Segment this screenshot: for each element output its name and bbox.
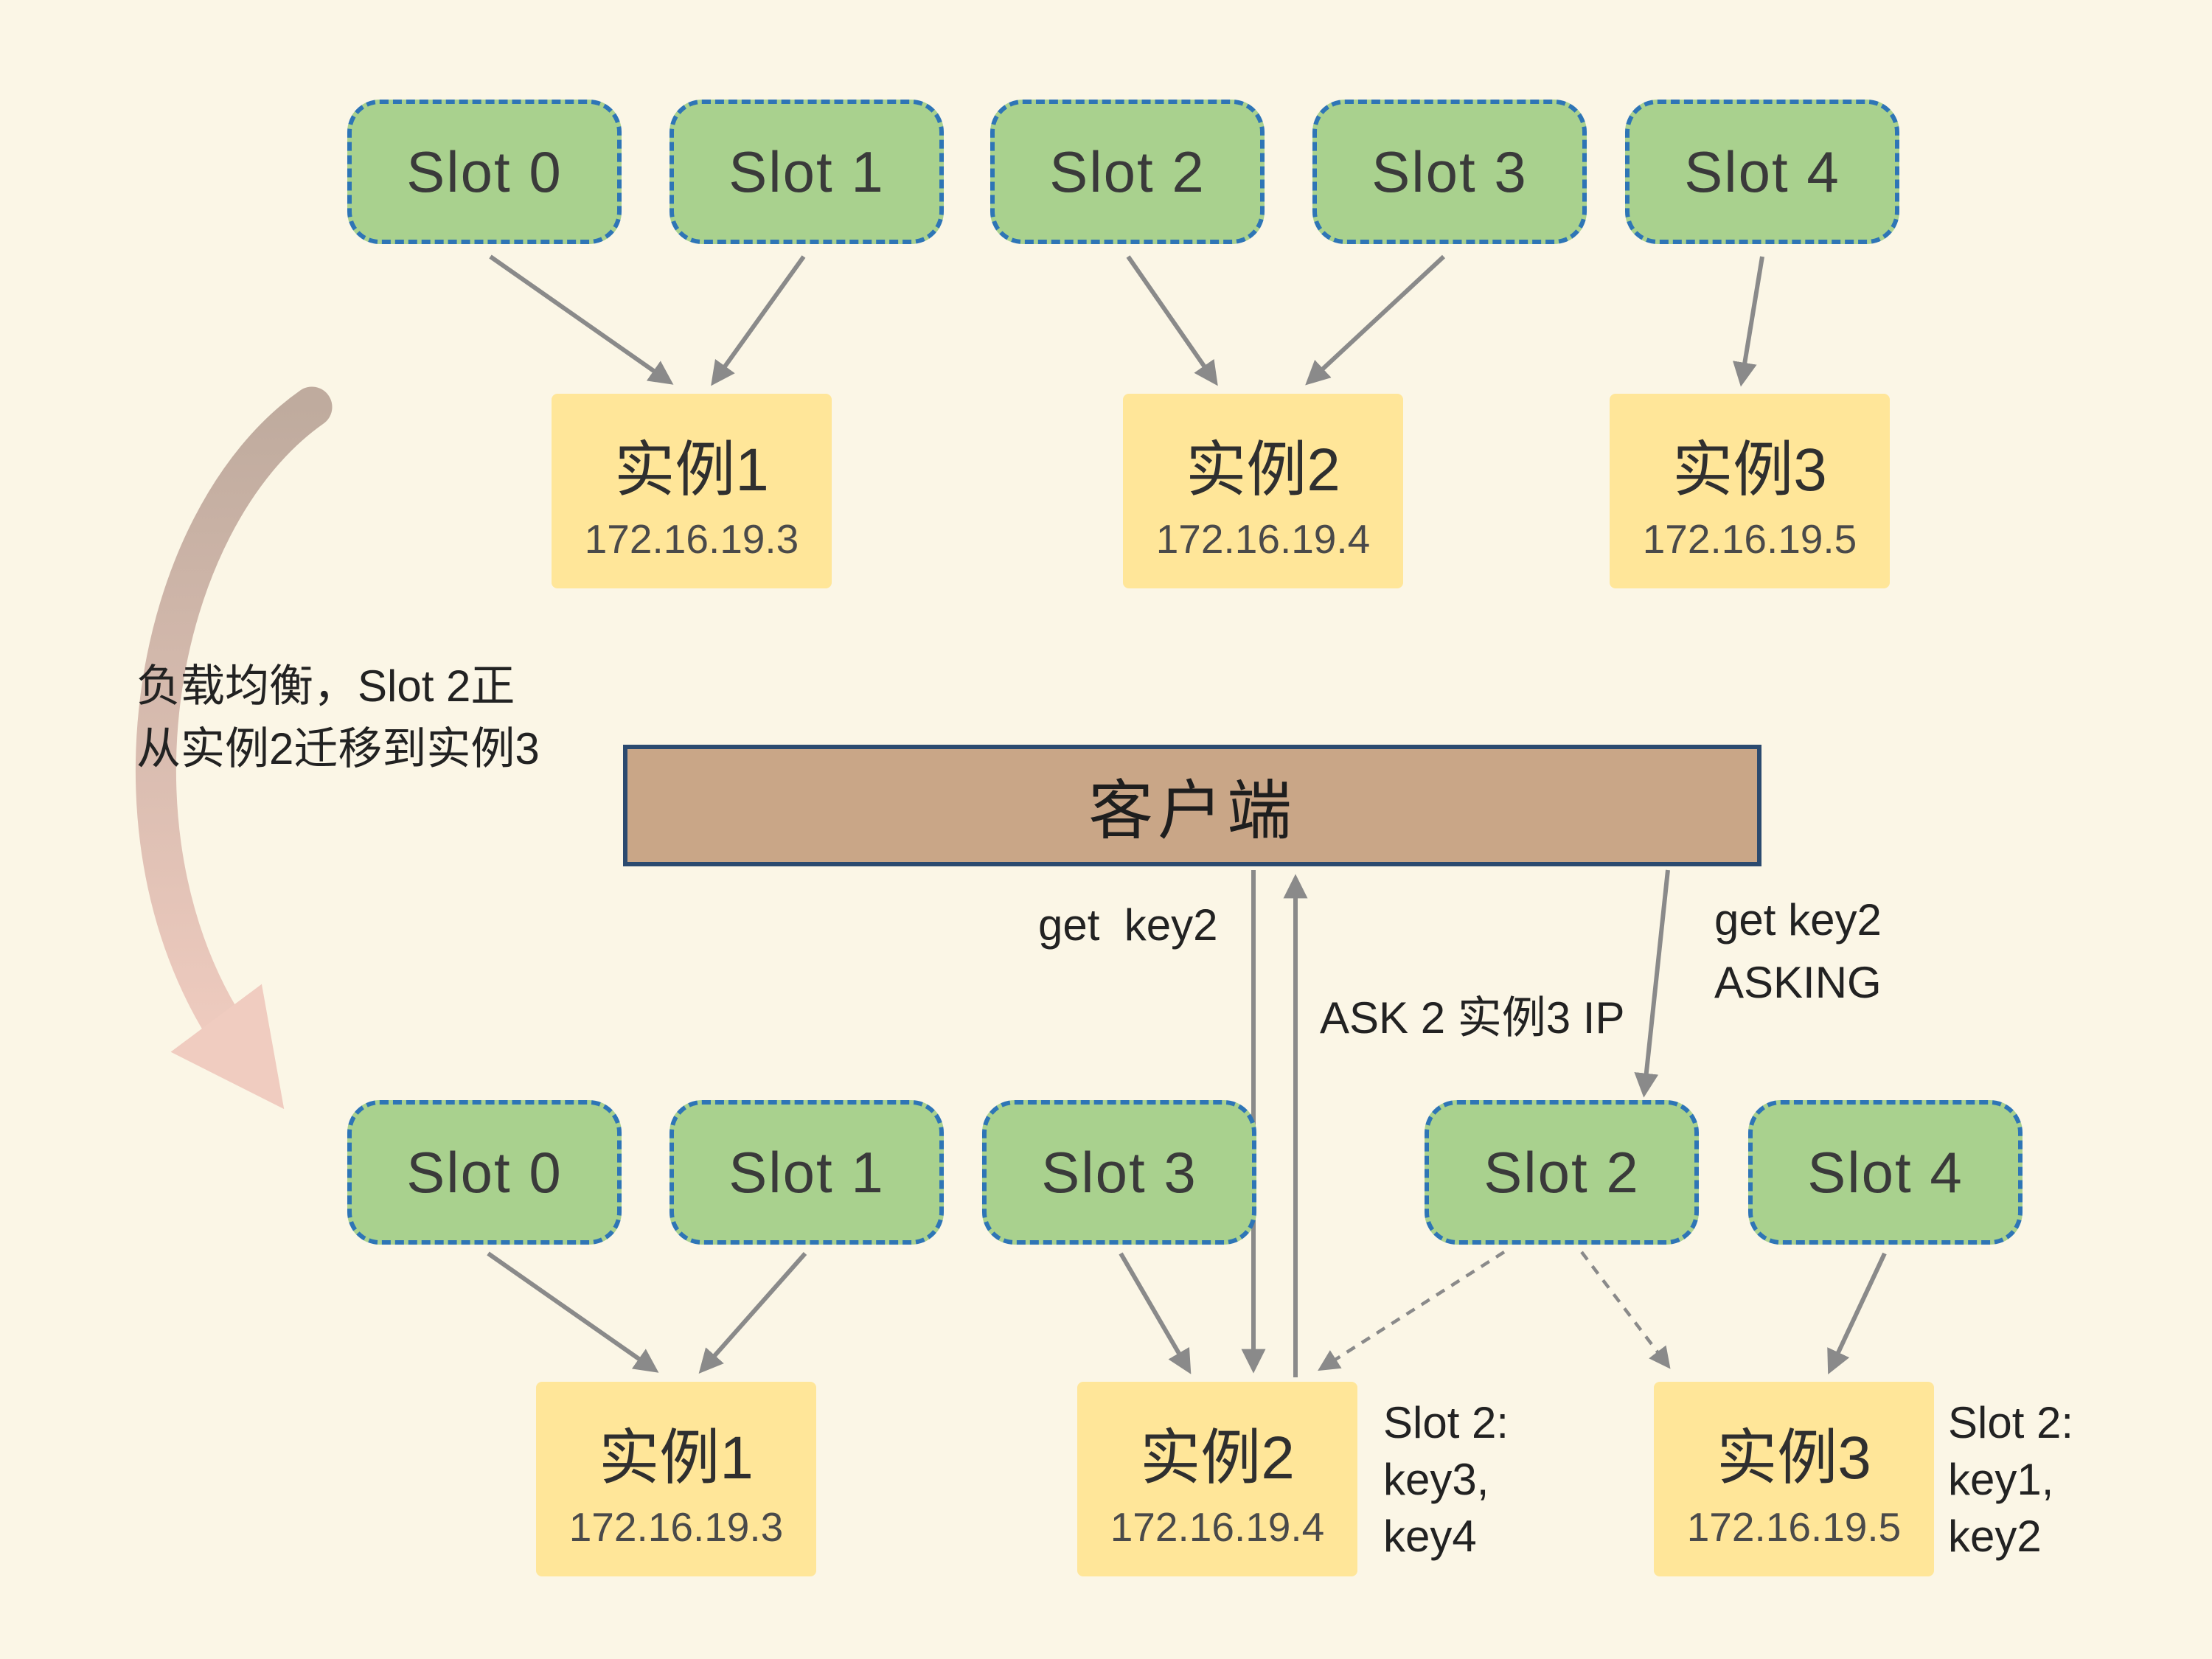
bottom-instance-2-name: 实例2: [1140, 1424, 1295, 1492]
bottom-slot-2-label: Slot 2: [1484, 1139, 1640, 1205]
top-instance-1-ip: 172.16.19.3: [584, 515, 799, 562]
top-slot-0-label: Slot 0: [406, 139, 563, 204]
bottom-instance-1-ip: 172.16.19.3: [568, 1503, 784, 1550]
arrow-dashed-slot2-instance2: [1318, 1251, 1506, 1371]
bottom-instance-2-ip: 172.16.19.4: [1110, 1503, 1325, 1550]
bottom-slot-4: Slot 4: [1748, 1100, 2023, 1245]
top-instance-2-ip: 172.16.19.4: [1155, 515, 1371, 562]
bottom-slot-0: Slot 0: [347, 1100, 622, 1245]
top-instance-2: 实例2 172.16.19.4: [1123, 394, 1403, 588]
client-label: 客户端: [1088, 774, 1296, 847]
get-key2-label: get key2: [1038, 900, 1218, 950]
top-slot-1: Slot 1: [669, 100, 944, 244]
top-slot-3: Slot 3: [1312, 100, 1587, 244]
bottom-instance-2: 实例2 172.16.19.4: [1077, 1382, 1357, 1576]
arrow-bottom-slot0-instance1: [487, 1251, 659, 1373]
client-bar: 客户端: [623, 745, 1761, 866]
bottom-slot-2: Slot 2: [1425, 1100, 1699, 1245]
bottom-instance-3: 实例3 172.16.19.5: [1654, 1382, 1934, 1576]
bottom-instance-3-ip: 172.16.19.5: [1686, 1503, 1902, 1550]
arrow-top-slot4-instance3: [1733, 256, 1764, 387]
bottom-slot-0-label: Slot 0: [406, 1139, 563, 1205]
top-instance-1: 实例1 172.16.19.3: [552, 394, 832, 588]
instance3-slot2-keys-label: Slot 2: key1, key2: [1948, 1398, 2074, 1561]
arrow-client-asking-slot2: [1634, 869, 1670, 1098]
arrow-bottom-slot4-instance3: [1827, 1252, 1887, 1374]
bottom-slot-1: Slot 1: [669, 1100, 944, 1245]
top-slot-2-label: Slot 2: [1049, 139, 1206, 204]
bottom-slot-3-label: Slot 3: [1041, 1139, 1197, 1205]
arrow-top-slot2-instance2: [1126, 255, 1218, 386]
get-key2-asking-label: get key2 ASKING: [1714, 895, 1882, 1008]
bottom-instance-3-name: 实例3: [1717, 1424, 1871, 1492]
top-instance-3: 实例3 172.16.19.5: [1610, 394, 1890, 588]
top-slot-3-label: Slot 3: [1371, 139, 1528, 204]
top-instance-3-ip: 172.16.19.5: [1642, 515, 1857, 562]
ask-redirect-label: ASK 2 实例3 IP: [1320, 993, 1625, 1043]
instance2-slot2-keys-label: Slot 2: key3, key4: [1383, 1398, 1509, 1561]
arrow-top-slot1-instance1: [711, 255, 806, 386]
bottom-instance-1-name: 实例1: [599, 1424, 754, 1492]
arrow-bottom-slot3-instance2: [1119, 1252, 1192, 1374]
bottom-slot-3: Slot 3: [982, 1100, 1256, 1245]
top-slot-4-label: Slot 4: [1684, 139, 1840, 204]
arrow-bottom-slot1-instance1: [698, 1252, 807, 1374]
bottom-slot-1-label: Slot 1: [728, 1139, 885, 1205]
top-slot-2: Slot 2: [990, 100, 1265, 244]
top-instance-3-name: 实例3: [1672, 436, 1827, 504]
arrow-top-slot3-instance2: [1305, 254, 1446, 386]
arrow-dashed-slot2-instance3: [1580, 1251, 1671, 1369]
top-instance-1-name: 实例1: [614, 436, 769, 504]
top-instance-2-name: 实例2: [1186, 436, 1340, 504]
arrow-top-slot0-instance1: [489, 254, 674, 385]
top-slot-4: Slot 4: [1625, 100, 1899, 244]
bottom-slot-4-label: Slot 4: [1807, 1139, 1964, 1205]
top-slot-0: Slot 0: [347, 100, 622, 244]
migration-note: 负载均衡，Slot 2正 从实例2迁移到实例3: [136, 661, 540, 774]
top-slot-1-label: Slot 1: [728, 139, 885, 204]
bottom-instance-1: 实例1 172.16.19.3: [536, 1382, 816, 1576]
